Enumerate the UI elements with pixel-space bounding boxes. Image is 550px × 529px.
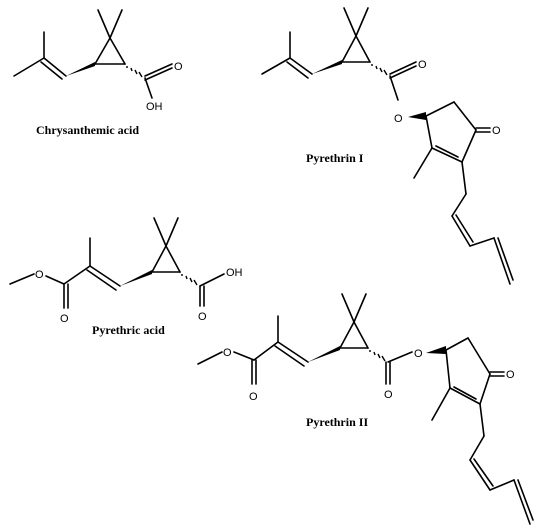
caption-pyrethrin-2: Pyrethrin II bbox=[306, 415, 368, 429]
ester-oxygen: O bbox=[394, 113, 403, 125]
caption-chrysanthemic-acid: Chrysanthemic acid bbox=[36, 123, 139, 137]
carbonyl-oxygen: O bbox=[174, 61, 183, 73]
pyrethrin-1-structure: O O O bbox=[261, 7, 514, 285]
pyrethrin-2-structure: O O O O O bbox=[197, 293, 534, 525]
pyrethric-ester-carbonyl-oxygen: O bbox=[60, 313, 69, 325]
pyrethrin2-methyl-ester-carbonyl-oxygen: O bbox=[249, 391, 258, 403]
ester-carbonyl-oxygen: O bbox=[418, 59, 427, 71]
chrysanthemic-acid-structure: O OH bbox=[13, 9, 183, 113]
ketone-oxygen: O bbox=[492, 125, 501, 137]
pyrethric-acid-hydroxyl: OH bbox=[226, 267, 243, 279]
pyrethric-acid-structure: O O O OH bbox=[9, 217, 243, 325]
pyrethric-ester-oxygen: O bbox=[35, 269, 44, 281]
pyrethrin2-ketone-oxygen: O bbox=[506, 369, 515, 381]
pyrethrin2-methyl-ester-oxygen: O bbox=[223, 347, 232, 359]
hydroxyl-label: OH bbox=[146, 101, 163, 113]
caption-pyrethric-acid: Pyrethric acid bbox=[92, 323, 165, 337]
pyrethrin2-ester-carbonyl-oxygen: O bbox=[384, 389, 393, 401]
pyrethrin2-ester-oxygen: O bbox=[414, 348, 423, 360]
pyrethric-acid-carbonyl-oxygen: O bbox=[198, 311, 207, 323]
caption-pyrethrin-1: Pyrethrin I bbox=[306, 151, 364, 165]
